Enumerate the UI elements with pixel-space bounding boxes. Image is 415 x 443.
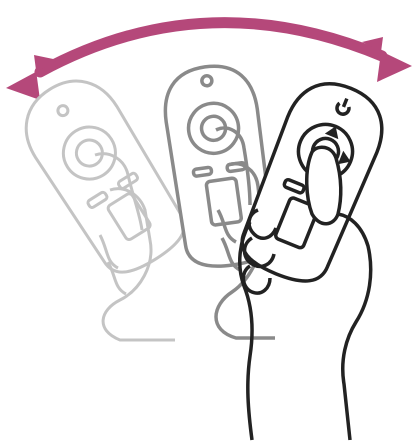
thumb <box>307 147 341 224</box>
arrow-head-right-icon <box>362 37 412 82</box>
hand-palm <box>338 214 371 440</box>
